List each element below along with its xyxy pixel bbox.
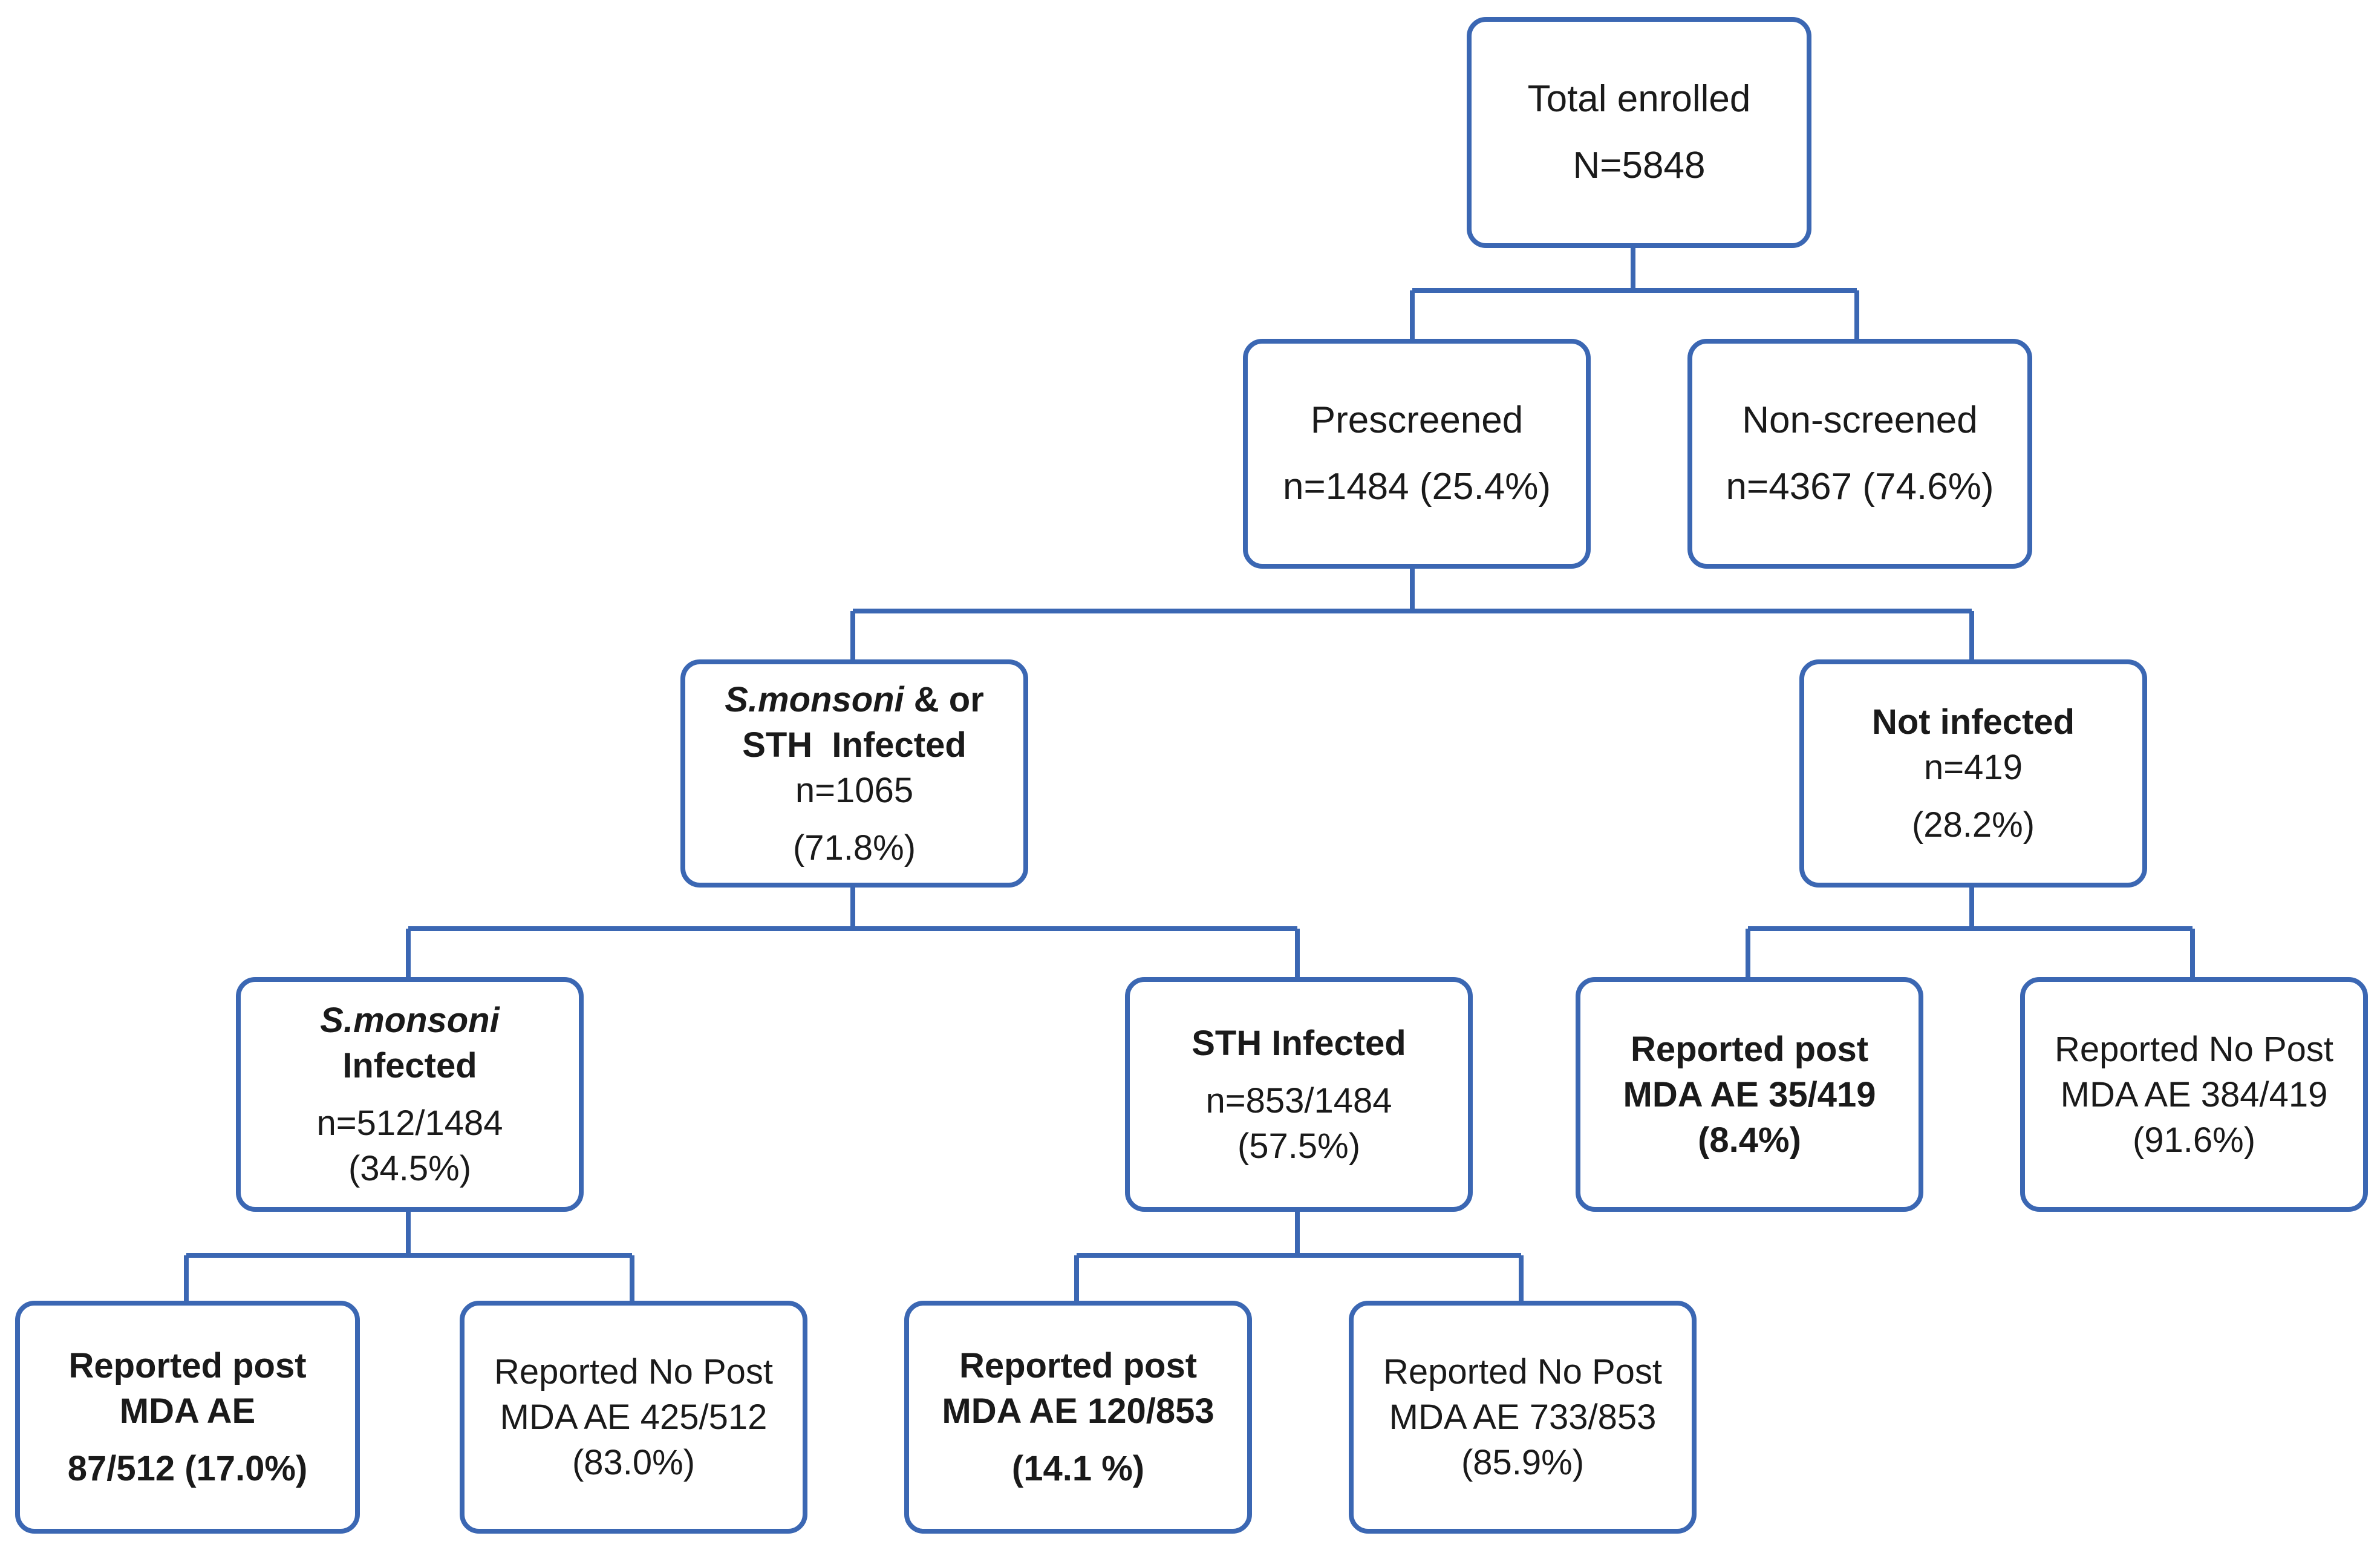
ni-reported-box: Reported post MDA AE 35/419 (8.4%)	[1576, 977, 1923, 1212]
total-enrolled-count: N=5848	[1573, 145, 1706, 186]
sth-reported-line3: (14.1 %)	[1011, 1449, 1145, 1488]
sth-reported-box: Reported post MDA AE 120/853 (14.1 %)	[904, 1301, 1252, 1534]
connector-sth-infected	[1074, 1209, 1524, 1301]
sm-infected-label: Infected	[342, 1046, 477, 1085]
prescreened-count: n=1484 (25.4%)	[1283, 466, 1551, 508]
sm-reported-line3: 87/512 (17.0%)	[67, 1449, 308, 1488]
infected-species: S.monsoni	[725, 679, 904, 719]
infected-label: S.monsoni & or	[725, 677, 984, 722]
not-infected-box: Not infected n=419 (28.2%)	[1799, 659, 2147, 888]
not-infected-label: Not infected	[1871, 702, 2075, 742]
ni-reported-line2: MDA AE 35/419	[1623, 1074, 1876, 1114]
non-screened-label: Non-screened	[1742, 399, 1978, 441]
sm-reported-line1: Reported post	[68, 1346, 307, 1385]
sth-infected-label: STH Infected	[1192, 1023, 1406, 1063]
connector-not-infected	[1746, 884, 2195, 977]
ni-no-post-line2: MDA AE 384/419	[2060, 1074, 2328, 1114]
ni-reported-line3: (8.4%)	[1698, 1120, 1801, 1160]
infected-connector-text: & or	[904, 679, 984, 719]
connector-sm-infected	[184, 1209, 634, 1301]
total-enrolled-label: Total enrolled	[1527, 78, 1751, 120]
sm-infected-box: S.monsoni Infected n=512/1484 (34.5%)	[236, 977, 584, 1212]
ni-no-post-box: Reported No Post MDA AE 384/419 (91.6%)	[2020, 977, 2368, 1212]
ni-no-post-line1: Reported No Post	[2054, 1029, 2334, 1069]
connector-infected	[406, 884, 1300, 977]
ni-reported-line1: Reported post	[1630, 1029, 1869, 1069]
sm-reported-box: Reported post MDA AE 87/512 (17.0%)	[15, 1301, 360, 1534]
prescreened-box: Prescreened n=1484 (25.4%)	[1243, 339, 1591, 569]
sth-no-post-box: Reported No Post MDA AE 733/853 (85.9%)	[1349, 1301, 1697, 1534]
sm-infected-species: S.monsoni	[320, 1001, 500, 1040]
infected-box: S.monsoni & or STH Infected n=1065 (71.8…	[680, 659, 1028, 888]
sm-infected-percent: (34.5%)	[348, 1149, 472, 1188]
non-screened-count: n=4367 (74.6%)	[1726, 466, 1994, 508]
total-enrolled-box: Total enrolled N=5848	[1467, 17, 1811, 248]
sth-no-post-line2: MDA AE 733/853	[1389, 1398, 1657, 1437]
not-infected-percent: (28.2%)	[1911, 805, 2035, 845]
sth-infected-count: n=853/1484	[1205, 1081, 1392, 1120]
sm-no-post-line3: (83.0%)	[572, 1443, 696, 1482]
sm-no-post-line2: MDA AE 425/512	[500, 1398, 768, 1437]
ni-no-post-line3: (91.6%)	[2132, 1120, 2256, 1160]
connector-prescreened	[850, 566, 1974, 659]
sm-no-post-line1: Reported No Post	[494, 1352, 774, 1391]
sm-no-post-box: Reported No Post MDA AE 425/512 (83.0%)	[460, 1301, 807, 1534]
sth-no-post-line1: Reported No Post	[1383, 1352, 1663, 1391]
infected-count: n=1065	[795, 770, 914, 810]
sth-no-post-line3: (85.9%)	[1461, 1443, 1585, 1482]
sth-reported-line1: Reported post	[959, 1346, 1198, 1385]
infected-label-line2: STH Infected	[742, 725, 967, 765]
sm-reported-line2: MDA AE	[119, 1391, 256, 1431]
prescreened-label: Prescreened	[1310, 399, 1524, 441]
non-screened-box: Non-screened n=4367 (74.6%)	[1687, 339, 2032, 569]
not-infected-count: n=419	[1924, 748, 2023, 787]
sth-infected-percent: (57.5%)	[1237, 1126, 1361, 1166]
infected-percent: (71.8%)	[792, 828, 916, 868]
connector-total	[1410, 248, 1859, 339]
sth-infected-box: STH Infected n=853/1484 (57.5%)	[1125, 977, 1473, 1212]
sth-reported-line2: MDA AE 120/853	[942, 1391, 1214, 1431]
sm-infected-count: n=512/1484	[316, 1103, 503, 1143]
